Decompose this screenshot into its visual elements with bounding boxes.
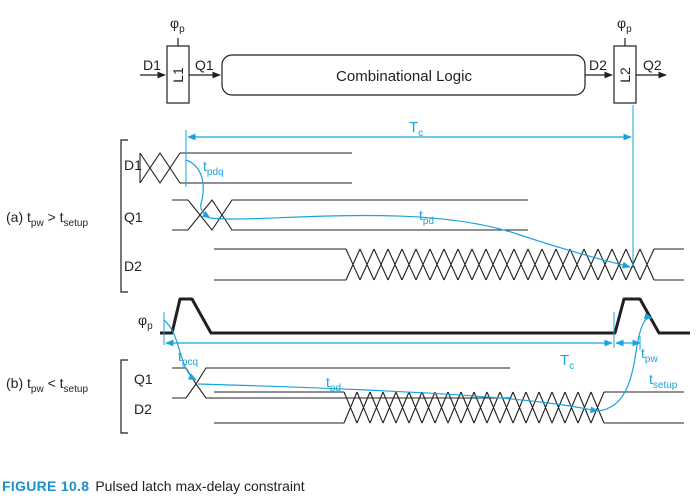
part-b-tsetup-curve xyxy=(597,312,653,412)
latch-l2-label: L2 xyxy=(617,67,633,83)
l1-clock-label: φp xyxy=(170,15,185,35)
figure-number: FIGURE 10.8 xyxy=(2,478,90,494)
part-a-tpdq-curve xyxy=(185,159,211,219)
part-a-d1-label: D1 xyxy=(124,157,142,173)
part-b-tpw-label: tpw xyxy=(641,345,658,365)
part-a-tpdq-label: tpdq xyxy=(203,158,224,178)
d2-block-label: D2 xyxy=(589,57,607,73)
part-b-q1-label: Q1 xyxy=(134,371,153,387)
l2-clock-label: φp xyxy=(617,15,632,35)
part-a-d1-waveform xyxy=(139,152,352,184)
latch-l1-label: L1 xyxy=(170,67,186,83)
q2-output-label: Q2 xyxy=(643,57,662,73)
part-b-tpcq-curve xyxy=(163,319,197,381)
figure-caption-text: Pulsed latch max-delay constraint xyxy=(95,478,305,494)
part-b-d2-label: D2 xyxy=(134,401,152,417)
combinational-logic-label: Combinational Logic xyxy=(336,68,472,85)
q1-block-label: Q1 xyxy=(195,57,214,73)
part-a-label: (a) tpw > tsetup xyxy=(6,209,88,229)
part-b-d2-waveform xyxy=(214,391,684,424)
part-a-q1-waveform xyxy=(172,199,528,231)
part-b-tc-label: Tc xyxy=(560,352,574,372)
part-b-q1-waveform xyxy=(172,367,510,399)
part-b-tsetup-label: tsetup xyxy=(649,371,678,391)
part-a-bracket xyxy=(120,139,128,293)
part-a-tc-label: Tc xyxy=(409,119,423,139)
part-a-tpd-label: tpd xyxy=(419,207,434,227)
part-b-tc-dimension xyxy=(163,312,641,350)
part-a-q1-label: Q1 xyxy=(124,209,143,225)
part-b-tpcq-label: tpcq xyxy=(178,348,198,368)
d1-input-label: D1 xyxy=(143,57,161,73)
part-a-d2-waveform xyxy=(214,248,684,281)
part-b-bracket xyxy=(120,359,128,434)
block-diagram xyxy=(140,38,667,104)
part-a-tc-dimension xyxy=(185,105,634,268)
figure-caption: FIGURE 10.8 Pulsed latch max-delay constr… xyxy=(2,478,305,498)
part-a-d2-label: D2 xyxy=(124,258,142,274)
part-a-tpd-curve xyxy=(209,214,631,269)
clock-waveform xyxy=(160,297,690,335)
part-b-tpd-curve xyxy=(197,383,599,414)
part-b-tpd-label: tpd xyxy=(326,374,341,394)
clock-row-label: φp xyxy=(138,312,153,332)
part-b-label: (b) tpw < tsetup xyxy=(6,375,88,395)
